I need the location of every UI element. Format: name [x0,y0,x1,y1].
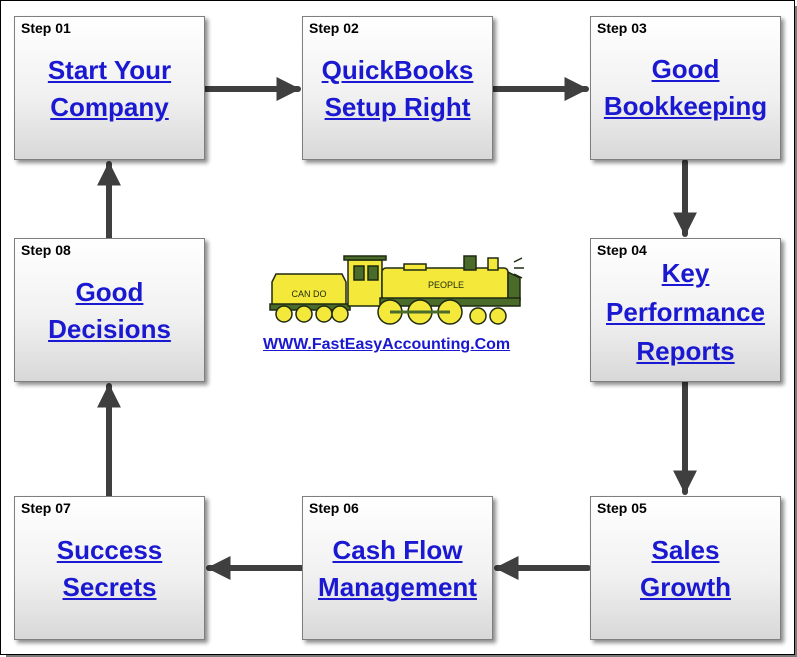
step-02-number: Step 02 [309,20,359,36]
step-02-link[interactable]: QuickBooks Setup Right [303,52,492,126]
train-logo: CAN DO PEOPLE [269,255,524,325]
step-05-link[interactable]: Sales Growth [591,532,780,606]
step-01-link[interactable]: Start Your Company [15,52,204,126]
boiler-text: PEOPLE [428,280,464,290]
step-07-box: Step 07 Success Secrets [14,496,205,640]
step-07-number: Step 07 [21,500,71,516]
step-07-line-1: Success [56,535,163,565]
step-04-line-3: Reports [636,336,735,366]
step-07-line-2: Secrets [62,572,157,602]
step-03-line-1: Good [651,54,720,84]
step-06-line-1: Cash Flow [332,535,463,565]
tender-text: CAN DO [291,289,326,299]
step-05-box: Step 05 Sales Growth [590,496,781,640]
step-05-number: Step 05 [597,500,647,516]
step-08-number: Step 08 [21,242,71,258]
step-01-line-2: Company [50,92,169,122]
step-04-line-2: Performance [606,297,765,327]
step-04-link[interactable]: Key Performance Reports [591,254,780,371]
step-06-box: Step 06 Cash Flow Management [302,496,493,640]
step-03-link[interactable]: Good Bookkeeping [591,51,780,125]
step-08-line-1: Good [75,277,144,307]
step-08-line-2: Decisions [48,314,171,344]
frame-shadow-bottom [6,655,797,657]
step-08-box: Step 08 Good Decisions [14,238,205,382]
step-03-number: Step 03 [597,20,647,36]
step-02-line-2: Setup Right [324,92,471,122]
step-04-box: Step 04 Key Performance Reports [590,238,781,382]
frame-shadow-right [795,6,797,657]
step-02-box: Step 02 QuickBooks Setup Right [302,16,493,160]
step-06-line-2: Management [318,572,477,602]
step-06-link[interactable]: Cash Flow Management [303,532,492,606]
step-04-number: Step 04 [597,242,647,258]
step-06-number: Step 06 [309,500,359,516]
step-05-line-1: Sales [651,535,720,565]
step-05-line-2: Growth [640,572,731,602]
step-02-line-1: QuickBooks [321,55,474,85]
step-01-box: Step 01 Start Your Company [14,16,205,160]
step-01-number: Step 01 [21,20,71,36]
step-03-box: Step 03 Good Bookkeeping [590,16,781,160]
step-01-line-1: Start Your [47,55,172,85]
step-04-line-1: Key [661,258,710,288]
step-07-link[interactable]: Success Secrets [15,532,204,606]
step-08-link[interactable]: Good Decisions [15,274,204,348]
website-link[interactable]: WWW.FastEasyAccounting.Com [263,336,511,353]
step-03-line-2: Bookkeeping [603,91,768,121]
